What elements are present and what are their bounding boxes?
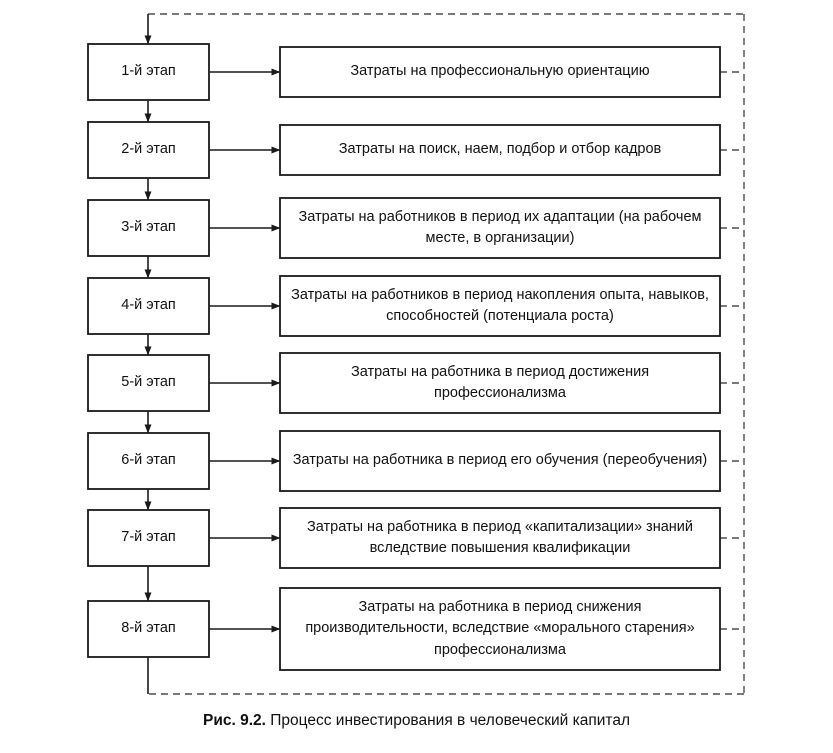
stage-label-6: 6-й этап: [121, 452, 176, 469]
stage-label-2: 2-й этап: [121, 141, 176, 158]
stage-label-1: 1-й этап: [121, 63, 176, 80]
cost-label-8: Затраты на работника в период снижения п…: [305, 599, 695, 658]
figure-caption-label: Рис. 9.2.: [203, 712, 266, 729]
stage-box-8: [87, 600, 210, 658]
stage-boxes: [87, 43, 210, 658]
stage-box-4: [87, 277, 210, 335]
stage-box-1: [87, 43, 210, 101]
cost-label-2: Затраты на поиск, наем, подбор и отбор к…: [338, 141, 662, 158]
stage-label-4: 4-й этап: [121, 297, 176, 314]
cost-label-1: Затраты на профессиональную ориентацию: [350, 63, 650, 80]
cost-label-6: Затраты на работника в период его обучен…: [292, 452, 708, 469]
cost-box-5: [279, 352, 721, 414]
stage-box-5: [87, 354, 210, 412]
cost-label-5: Затраты на работника в период достижения…: [350, 363, 650, 401]
cost-box-3: [279, 197, 721, 259]
figure-caption-text: Процесс инвестирования в человеческий ка…: [265, 712, 630, 729]
feedback-loop-dashed-path: [148, 13, 745, 695]
cost-boxes: [279, 46, 721, 671]
cost-box-8: [279, 587, 721, 671]
cost-box-6: [279, 430, 721, 492]
cost-box-4: [279, 275, 721, 337]
stage-label-7: 7-й этап: [121, 529, 176, 546]
stage-box-3: [87, 199, 210, 257]
stage-label-8: 8-й этап: [121, 620, 176, 637]
cost-label-7: Затраты на работника в период «капитализ…: [307, 518, 693, 556]
stage-label-5: 5-й этап: [121, 374, 176, 391]
cost-box-2: [279, 124, 721, 176]
stage-label-3: 3-й этап: [121, 219, 176, 236]
stage-box-2: [87, 121, 210, 179]
stage-to-cost-connectors: [209, 68, 281, 633]
cost-label-4: Затраты на работников в период накоплени…: [291, 286, 709, 324]
stage-box-7: [87, 509, 210, 567]
cost-label-3: Затраты на работников в период их адапта…: [298, 208, 702, 246]
figure-caption: Рис. 9.2. Процесс инвестирования в челов…: [0, 712, 833, 730]
cost-box-7: [279, 507, 721, 569]
stage-box-6: [87, 432, 210, 490]
cost-box-1: [279, 46, 721, 98]
